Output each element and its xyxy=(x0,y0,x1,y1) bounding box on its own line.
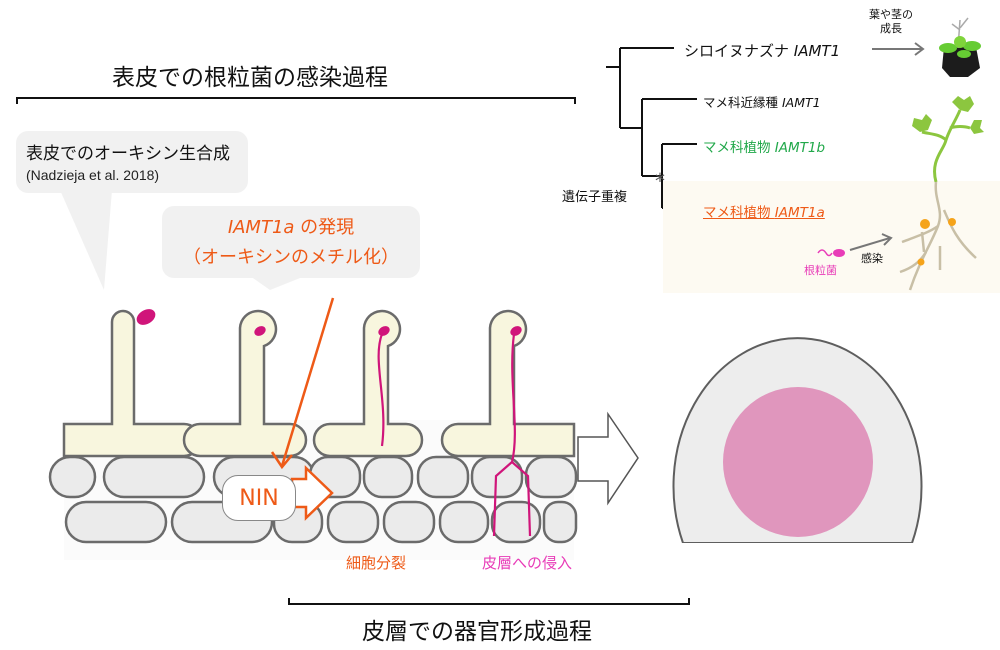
nodule-primordium xyxy=(723,387,873,537)
rhizobia-label: 根粒菌 xyxy=(804,264,837,277)
leaf-name: シロイヌナズナ xyxy=(684,42,794,60)
leaf-gene: IAMT1 xyxy=(793,42,841,60)
nin-label: NIN xyxy=(222,475,296,521)
infection-arrow xyxy=(849,233,893,251)
cortex-invasion-label: 皮層への侵入 xyxy=(482,554,573,572)
infection-threads xyxy=(377,333,532,537)
rhizobium-4 xyxy=(510,326,522,336)
duplication-asterisk: * xyxy=(655,169,665,193)
gene-duplication-label: 遺伝子重複 xyxy=(562,190,628,205)
cortex-process-title: 皮層での器官形成過程 xyxy=(362,619,592,645)
growth-label-line2: 成長 xyxy=(880,22,902,35)
callout2-line1: IAMT1a の発現 xyxy=(162,213,420,239)
epidermis-bracket xyxy=(16,97,576,104)
callout2-tail xyxy=(250,276,305,290)
callout1-citation: (Nadzieja et al. 2018) xyxy=(26,167,160,183)
leaf-gene: IAMT1 xyxy=(781,95,821,110)
growth-arrow xyxy=(872,42,925,56)
leaf-name: マメ科植物 xyxy=(703,140,775,156)
infection-label: 感染 xyxy=(861,252,883,265)
pointer-arrow xyxy=(270,297,335,470)
rhizobia xyxy=(136,309,522,336)
cell-division-label: 細胞分裂 xyxy=(346,554,407,572)
auxin-biosynthesis-callout: 表皮でのオーキシン生合成 (Nadzieja et al. 2018) xyxy=(16,131,248,193)
progression-arrow xyxy=(577,411,639,506)
callout1-tail xyxy=(60,190,112,290)
tree-leaf-legume-relative: マメ科近縁種 IAMT1 xyxy=(703,92,821,111)
legume-plant-icon xyxy=(899,96,984,291)
tree-leaf-arabidopsis: シロイヌナズナ IAMT1 xyxy=(684,40,840,61)
root-hair-2 xyxy=(182,309,308,458)
infection-thread-4-branch xyxy=(511,461,532,537)
epidermis-layer xyxy=(62,309,576,458)
growth-label-line1: 葉や茎の xyxy=(869,8,913,21)
rhizobium-2 xyxy=(254,326,266,336)
nodule-mask xyxy=(680,543,920,563)
rhizobium-1 xyxy=(136,309,156,325)
arabidopsis-icon xyxy=(939,17,981,77)
infection-thread-4 xyxy=(492,333,516,537)
leaf-gene: IAMT1a xyxy=(774,205,825,221)
tree-leaf-legume-iamt1a: マメ科植物 IAMT1a xyxy=(703,201,825,221)
cortex-bracket xyxy=(288,598,690,605)
callout2-line2: （オーキシンのメチル化） xyxy=(183,247,399,268)
growth-label: 葉や茎の成長 xyxy=(869,8,913,36)
leaf-gene: IAMT1b xyxy=(774,140,826,156)
root-hair-4 xyxy=(440,309,576,458)
callout1-line1: 表皮でのオーキシン生合成 xyxy=(26,144,230,164)
root-hair-3 xyxy=(312,309,424,458)
epidermis-process-title: 表皮での根粒菌の感染過程 xyxy=(112,65,388,91)
cortex-row-2 xyxy=(64,500,578,544)
infection-thread-3 xyxy=(377,333,385,447)
root-hair-1 xyxy=(62,309,202,458)
callout2-suffix: の発現 xyxy=(294,217,355,238)
rhizobium-icon xyxy=(817,249,845,257)
callout2-gene: IAMT1a xyxy=(227,217,295,238)
legume-panel-bg xyxy=(663,181,1000,293)
rhizobium-3 xyxy=(378,326,390,336)
leaf-name: マメ科植物 xyxy=(703,205,775,221)
iamt1a-expression-callout: IAMT1a の発現 （オーキシンのメチル化） xyxy=(162,206,420,278)
tree-leaf-legume-iamt1b: マメ科植物 IAMT1b xyxy=(703,136,825,156)
leaf-name: マメ科近縁種 xyxy=(703,95,782,110)
